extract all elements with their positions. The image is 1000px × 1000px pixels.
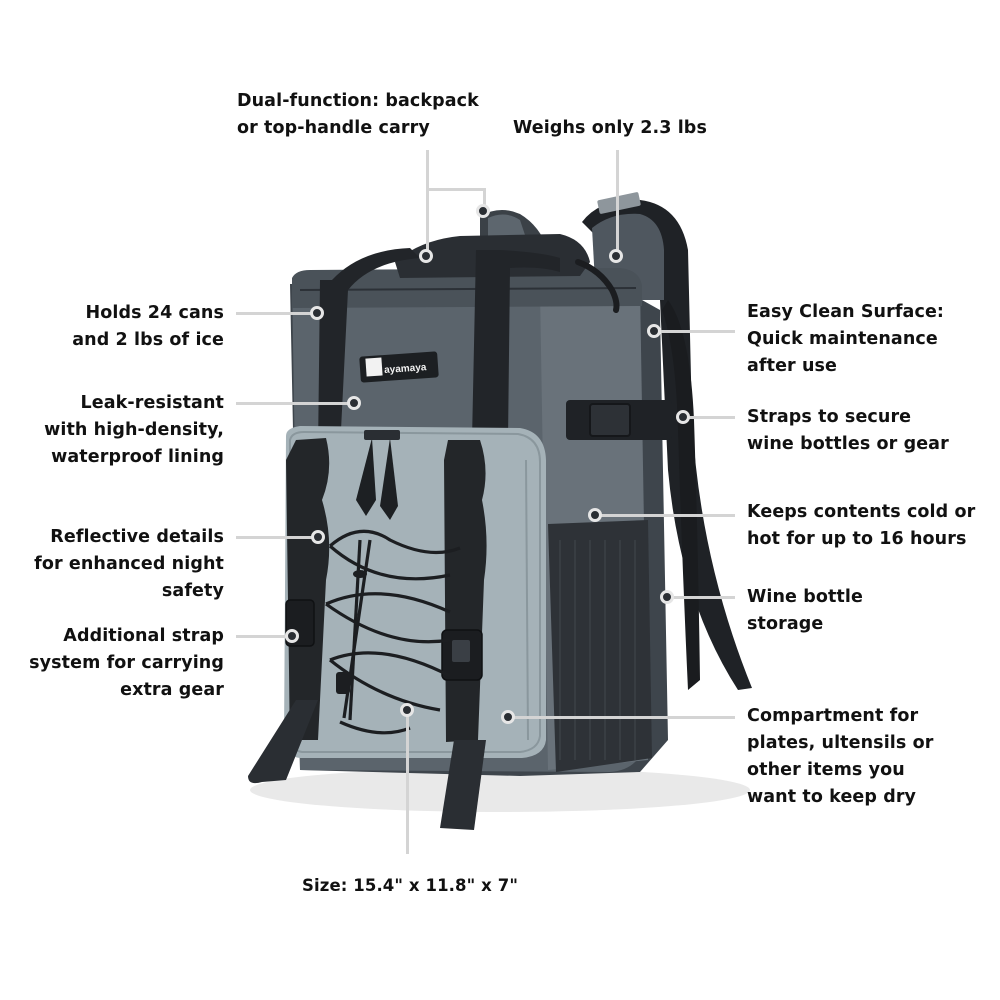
callout-line-capacity [236,312,316,315]
callout-reflective: Reflective details for enhanced night sa… [34,527,224,601]
callout-line-dual-function-branch [483,188,486,210]
marker-keeps-cold [588,508,602,522]
callout-line-dual-function-vertical [426,150,429,256]
callout-line-easy-clean [655,330,735,333]
callout-line-weight [616,150,619,256]
callout-weight: Weighs only 2.3 lbs [513,118,707,138]
callout-line-straps-secure [683,416,735,419]
callout-capacity: Holds 24 cans and 2 lbs of ice [72,303,224,350]
callout-wine-storage: Wine bottle storage [747,587,863,634]
marker-compartment [501,710,515,724]
callout-straps-secure: Straps to secure wine bottles or gear [747,407,949,454]
callout-dual-function: Dual-function: backpack or top-handle ca… [237,91,479,138]
callout-easy-clean: Easy Clean Surface: Quick maintenance af… [747,302,945,376]
brand-logo: ayamaya [384,362,427,376]
callout-size: Size: 15.4" x 11.8" x 7" [302,876,519,895]
marker-top-handle [419,249,433,263]
marker-straps-secure [676,410,690,424]
marker-size [400,703,414,717]
marker-back-handle [476,204,490,218]
shoulder-strap-right [582,199,752,690]
marker-capacity [310,306,324,320]
marker-strap-system [285,629,299,643]
callout-leak-resistant: Leak-resistant with high-density, waterp… [44,393,224,467]
marker-easy-clean [647,324,661,338]
callout-keeps-cold: Keeps contents cold or hot for up to 16 … [747,502,976,549]
marker-reflective [311,530,325,544]
callout-strap-system: Additional strap system for carrying ext… [29,626,224,700]
marker-leak-resistant [347,396,361,410]
callout-line-reflective [236,536,318,539]
marker-shoulder-strap [609,249,623,263]
callout-line-compartment [508,716,735,719]
marker-wine-storage [660,590,674,604]
callout-line-size [406,710,409,854]
callout-line-wine-storage [666,596,735,599]
callout-line-keeps-cold [594,514,735,517]
callout-line-leak-resistant [236,402,354,405]
callout-line-strap-system [236,635,292,638]
callout-compartment: Compartment for plates, ultensils or oth… [747,706,934,807]
callout-line-dual-function-horizontal [426,188,486,191]
